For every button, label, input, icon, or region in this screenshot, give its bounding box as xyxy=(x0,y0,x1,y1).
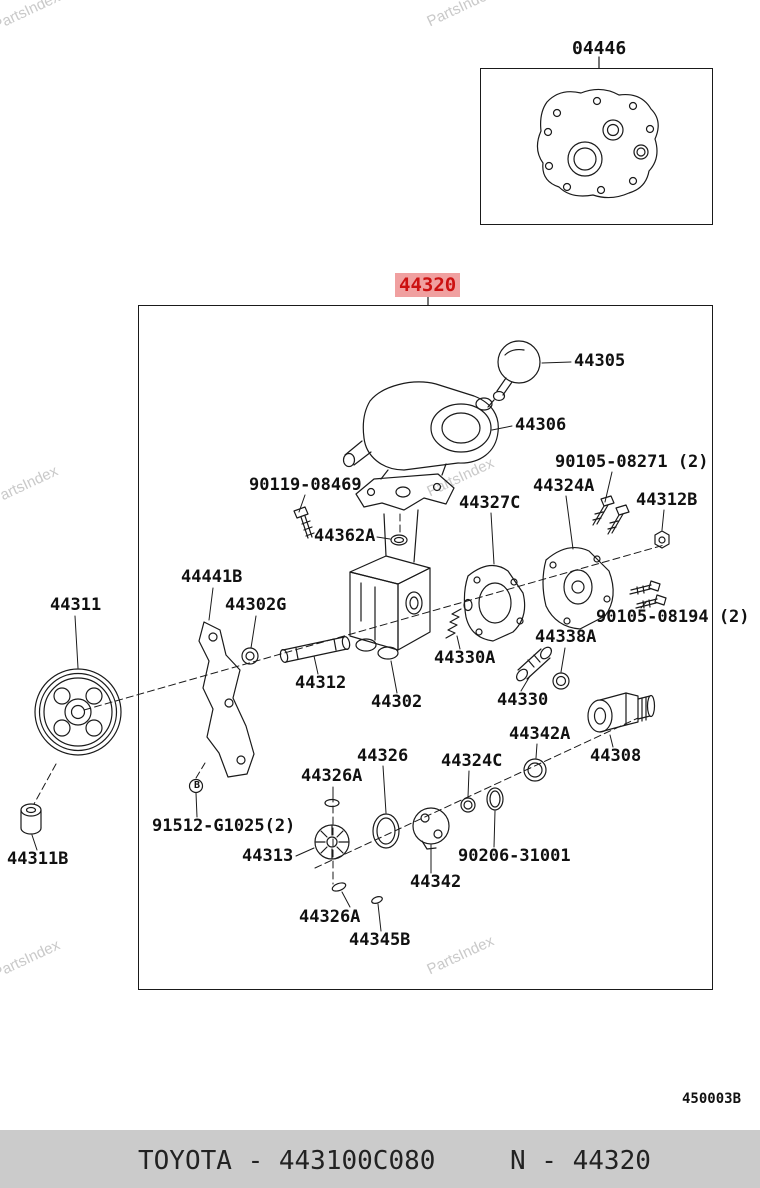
reservoir-bracket-drawing xyxy=(355,473,455,511)
part-label-44305[interactable]: 44305 xyxy=(574,351,626,371)
gasket-kit-drawing xyxy=(536,88,659,199)
part-label-44324c[interactable]: 44324C xyxy=(441,751,503,771)
subassembly-box-04446 xyxy=(480,68,713,225)
assembly-axis-lines xyxy=(33,513,665,885)
part-label-44326a[interactable]: 44326A xyxy=(299,907,361,927)
part-label-44308[interactable]: 44308 xyxy=(590,746,642,766)
bracket-drawing xyxy=(198,621,255,778)
drawing-code: 450003B xyxy=(682,1091,742,1107)
pump-body-drawing xyxy=(349,509,431,660)
part-label-44342a[interactable]: 44342A xyxy=(509,724,571,744)
part-label-44320-highlighted[interactable]: 44320 xyxy=(395,273,461,297)
part-label-90206-31001[interactable]: 90206-31001 xyxy=(458,846,571,866)
vane-plates-drawing xyxy=(324,798,383,904)
leader-lines xyxy=(31,361,665,932)
bolt-90105-08271-drawing xyxy=(592,495,630,535)
side-plate-44342-drawing xyxy=(412,807,450,850)
part-label-44345b[interactable]: 44345B xyxy=(349,930,411,950)
part-label-44311[interactable]: 44311 xyxy=(50,595,102,615)
part-label-44312b[interactable]: 44312B xyxy=(636,490,698,510)
bolt-90119-drawing xyxy=(293,506,315,539)
part-label-44311b[interactable]: 44311B xyxy=(7,849,69,869)
part-label-90105-08194[interactable]: 90105-08194 (2) xyxy=(596,607,750,627)
part-label-04446[interactable]: 04446 xyxy=(572,38,627,59)
cam-ring-44326-drawing xyxy=(372,813,400,849)
footer-part-number: TOYOTA - 443100C080 xyxy=(138,1146,436,1176)
part-label-44330[interactable]: 44330 xyxy=(497,690,549,710)
bushing-44311b-drawing xyxy=(20,803,42,835)
part-label-91512-g1025[interactable]: 91512-G1025(2) xyxy=(152,816,296,836)
part-label-44338a[interactable]: 44338A xyxy=(535,627,597,647)
oring-44342a-drawing xyxy=(523,758,547,782)
union-44308-drawing xyxy=(587,692,656,733)
valve-44330-drawing xyxy=(515,646,553,682)
pulley-drawing xyxy=(34,668,122,756)
part-label-44342[interactable]: 44342 xyxy=(410,872,462,892)
main-assembly-box xyxy=(138,305,713,990)
oring-44338a-drawing xyxy=(552,672,570,690)
reservoir-drawing xyxy=(342,381,499,480)
shaft-drawing xyxy=(279,636,351,663)
cover-44324a-drawing xyxy=(542,546,614,630)
part-label-44326[interactable]: 44326 xyxy=(357,746,409,766)
part-label-90119-08469[interactable]: 90119-08469 xyxy=(249,475,362,495)
part-label-44313[interactable]: 44313 xyxy=(242,846,294,866)
part-label-44330a[interactable]: 44330A xyxy=(434,648,496,668)
footer-bar: TOYOTA - 443100C080 N - 44320 xyxy=(0,1130,760,1188)
plate-44327c-drawing xyxy=(463,565,526,642)
footer-figure-number: N - 44320 xyxy=(510,1146,651,1176)
part-label-44302[interactable]: 44302 xyxy=(371,692,423,712)
part-label-44362a[interactable]: 44362A xyxy=(314,526,376,546)
part-label-44441b[interactable]: 44441B xyxy=(181,567,243,587)
bolt-90105-08194-drawing xyxy=(629,580,667,609)
bolt-marker-b: B xyxy=(193,780,201,791)
part-label-44312[interactable]: 44312 xyxy=(295,673,347,693)
nut-44312b-drawing xyxy=(654,530,670,549)
seal-44302g-drawing xyxy=(241,647,259,665)
part-label-90105-08271[interactable]: 90105-08271 (2) xyxy=(555,452,709,472)
part-label-44324a[interactable]: 44324A xyxy=(533,476,595,496)
oring-44362a-drawing xyxy=(390,534,408,546)
part-label-44302g[interactable]: 44302G xyxy=(225,595,287,615)
part-label-44326a[interactable]: 44326A xyxy=(301,766,363,786)
part-label-44327c[interactable]: 44327C xyxy=(459,493,521,513)
spring-44330a-drawing xyxy=(445,598,473,639)
ring-44324c-drawing xyxy=(460,797,476,813)
oring-90206-drawing xyxy=(486,787,504,811)
rotor-drawing xyxy=(314,824,350,860)
part-label-44306[interactable]: 44306 xyxy=(515,415,567,435)
reservoir-cap-drawing xyxy=(487,340,541,408)
